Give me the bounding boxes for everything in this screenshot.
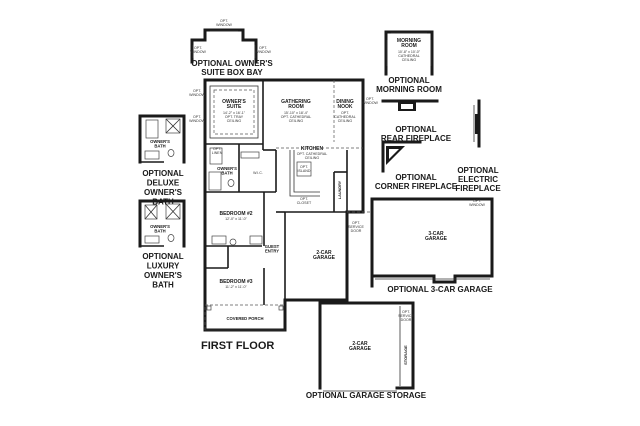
island-note: OPT.ISLAND — [298, 165, 311, 173]
laundry-name: LAUNDRY — [338, 180, 342, 199]
deluxe-tub-fixture — [145, 119, 159, 139]
storage-name: STORAGE — [403, 345, 408, 365]
covered-porch-name: COVERED PORCH — [227, 316, 264, 321]
box-bay-option: OPT.WINDOW OPT.WINDOW OPT.WINDOW OPTIONA… — [190, 19, 273, 77]
suite-window-note-2: OPT.WINDOW — [189, 115, 205, 123]
box-bay-window-note-top: OPT.WINDOW — [216, 19, 232, 27]
box-bay-window-note-right: OPT.WINDOW — [255, 46, 271, 54]
closet-note: OPT.CLOSET — [297, 197, 312, 205]
three-car-window-note: OPT.WINDOW — [469, 199, 485, 207]
three-car-garage-label: OPTIONAL 3-CAR GARAGE — [387, 285, 493, 294]
nook-window-note: OPT.WINDOW — [362, 97, 378, 105]
suite-window-note: OPT.WINDOW — [189, 89, 205, 97]
corner-fireplace-icon — [386, 146, 405, 165]
wic-name: W.I.C. — [253, 171, 263, 175]
box-bay-window-note-left: OPT.WINDOW — [190, 46, 206, 54]
bedroom2-name: BEDROOM #2 — [219, 211, 252, 217]
electric-fireplace-icon — [475, 114, 479, 134]
bedroom3-name: BEDROOM #3 — [219, 279, 252, 285]
first-floor-title: FIRST FLOOR — [201, 340, 274, 352]
bedroom3-dims: 11'-2" x 11'-0" — [225, 285, 247, 289]
bedroom2-dims: 12'-0" x 11'-0" — [225, 217, 248, 221]
linen-note: OPT.LINEN — [212, 147, 223, 155]
kitchen-name: KITCHEN — [301, 146, 324, 152]
kitchen-island — [296, 161, 312, 177]
garage-storage-label: OPTIONAL GARAGE STORAGE — [306, 391, 427, 400]
